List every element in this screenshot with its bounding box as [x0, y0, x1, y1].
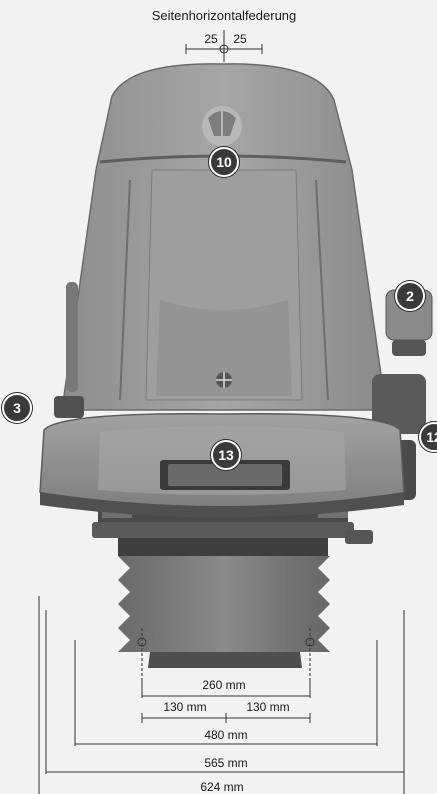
- dimension-480: 480 mm: [204, 728, 248, 742]
- callout-13: 13: [211, 440, 241, 470]
- callout-3: 3: [2, 393, 32, 423]
- dimension-lines: [38, 596, 405, 794]
- callout-10: 10: [209, 147, 239, 177]
- travel-right-value: 25: [233, 32, 247, 46]
- title: Seitenhorizontalfederung: [151, 8, 297, 23]
- brand-logo: [202, 106, 242, 146]
- callout-2: 2: [395, 281, 425, 311]
- lateral-travel-indicator: [185, 30, 263, 62]
- dimension-130-left: 130 mm: [163, 700, 207, 714]
- left-armrest: [54, 282, 84, 418]
- callout-12: 12: [419, 422, 437, 452]
- dimension-260: 260 mm: [202, 678, 246, 692]
- dimension-624: 624 mm: [200, 780, 244, 794]
- dimension-130-right: 130 mm: [246, 700, 290, 714]
- suspension-bellows: [118, 540, 330, 668]
- dimension-565: 565 mm: [204, 756, 248, 770]
- travel-left-value: 25: [204, 32, 218, 46]
- backrest: [61, 63, 387, 411]
